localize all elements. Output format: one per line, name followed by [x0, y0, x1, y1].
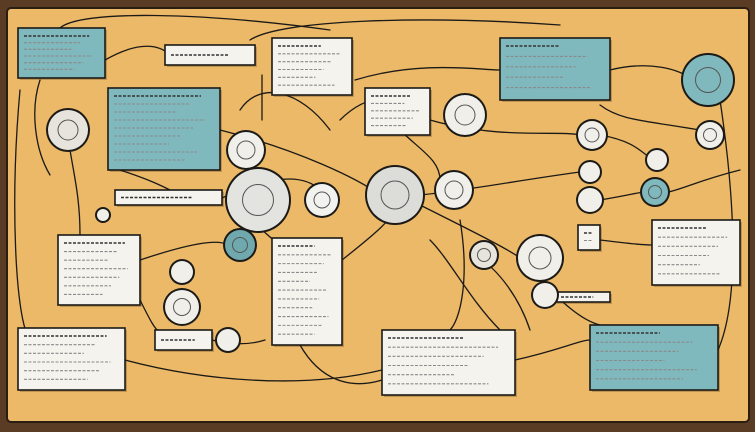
icon-node [365, 165, 425, 225]
connector-arrow [124, 359, 383, 382]
text-box [107, 87, 222, 172]
icon-node [95, 207, 111, 223]
icon-node [46, 108, 90, 152]
icon-node [304, 182, 340, 218]
connector-arrow [119, 169, 171, 191]
icon-node [443, 93, 487, 137]
connector-arrow [249, 19, 561, 41]
connector-arrow [354, 66, 501, 81]
text-box [499, 37, 612, 102]
text-box [554, 291, 612, 304]
icon-node [516, 234, 564, 282]
icon-node [576, 186, 604, 214]
text-box [589, 324, 720, 392]
text-box [154, 329, 214, 352]
icon-node [576, 119, 608, 151]
text-box [114, 189, 224, 207]
note-boxes [17, 27, 742, 397]
text-box [271, 237, 344, 347]
connector-arrow [59, 14, 331, 31]
connector-arrow [34, 79, 51, 176]
icon-node [434, 170, 474, 210]
text-box [577, 224, 602, 252]
connector-arrow [429, 239, 501, 331]
connector-lines [14, 14, 741, 385]
icon-node [469, 240, 499, 270]
icon-node [226, 130, 266, 170]
connector-arrow [419, 204, 521, 259]
icon-node [681, 53, 735, 107]
text-box [381, 329, 517, 397]
text-box [17, 327, 127, 392]
text-box [17, 27, 107, 80]
circle-nodes [46, 53, 735, 353]
icon-node [225, 167, 291, 233]
text-box [364, 87, 432, 137]
icon-node [223, 228, 257, 262]
icon-node [531, 281, 559, 309]
icon-node [640, 177, 670, 207]
text-box [164, 44, 257, 67]
text-box [271, 37, 354, 97]
text-box [57, 234, 142, 307]
connector-arrow [449, 219, 465, 331]
icon-node [215, 327, 241, 353]
connector-arrow [667, 169, 741, 193]
icon-node [169, 259, 195, 285]
icon-node [163, 288, 201, 326]
icon-node [695, 120, 725, 150]
icon-node [578, 160, 602, 184]
text-box [651, 219, 742, 287]
connector-arrow [599, 104, 701, 131]
icon-node [645, 148, 669, 172]
connector-arrow [69, 149, 81, 236]
connector-arrow [514, 339, 591, 361]
connector-arrow [299, 344, 383, 385]
